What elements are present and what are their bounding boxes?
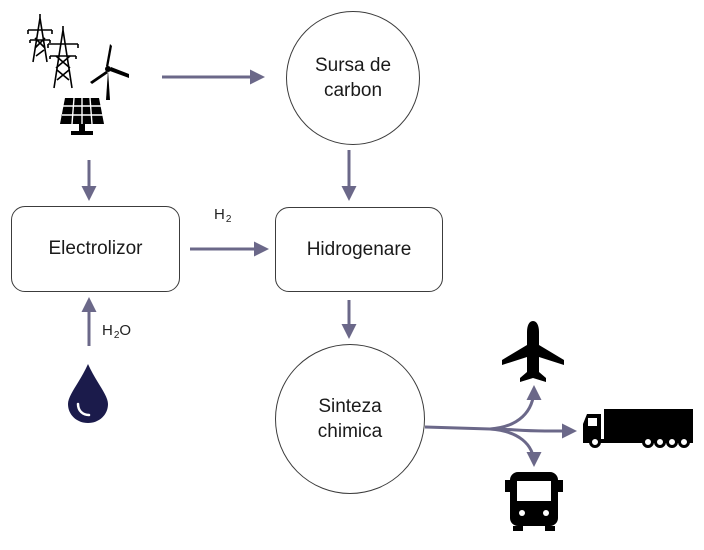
branch-to-bus xyxy=(489,427,542,467)
electrolyzer-label: Electrolizor xyxy=(48,238,143,259)
hydrogenation-node: Hidrogenare xyxy=(275,207,443,292)
carbon-source-label: Sursa de carbon xyxy=(314,55,392,101)
wind-turbine-icon xyxy=(90,44,129,100)
truck-icon xyxy=(583,409,693,448)
power-pylons-icon xyxy=(27,14,79,89)
chemical-synthesis-node: Sinteza chimica xyxy=(275,344,425,494)
h2-label: H2 xyxy=(214,206,232,225)
hydrogenation-label: Hidrogenare xyxy=(306,238,412,260)
carbon-source-node: Sursa de carbon xyxy=(286,11,420,145)
electrolyzer-node: Electrolizor xyxy=(11,206,180,292)
water-drop-icon xyxy=(68,364,108,423)
bus-icon xyxy=(505,472,563,531)
h2o-label: H2O xyxy=(102,322,133,341)
chemical-synthesis-label: Sinteza chimica xyxy=(317,396,383,442)
solar-panel-icon xyxy=(60,97,104,135)
branch-to-airplane xyxy=(489,385,542,431)
airplane-icon xyxy=(502,321,564,382)
